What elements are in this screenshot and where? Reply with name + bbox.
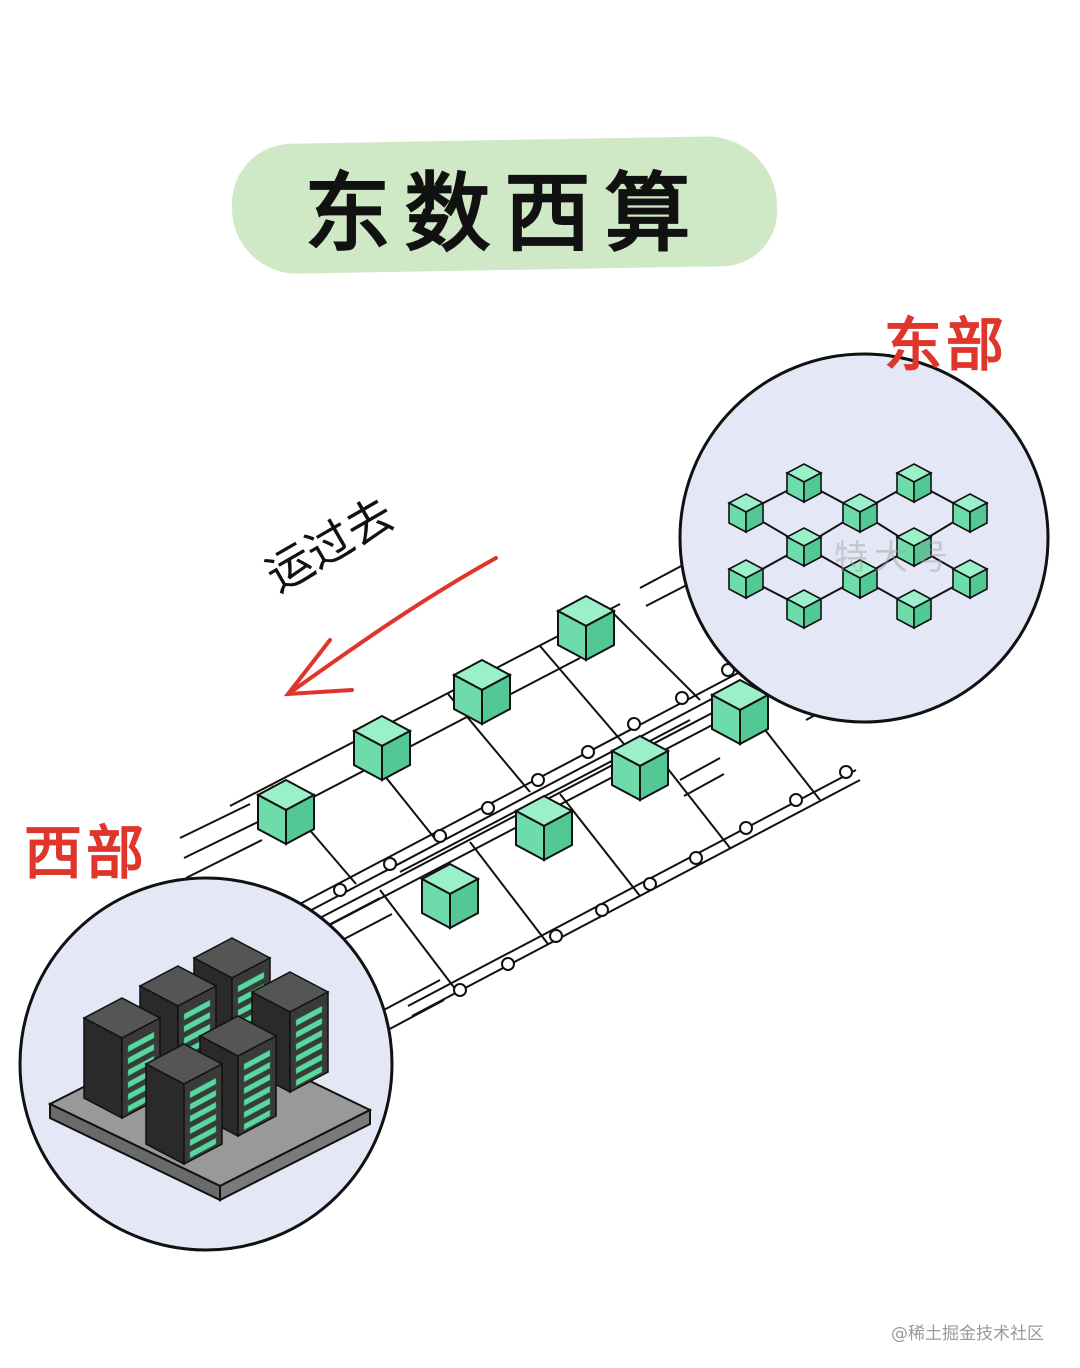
data-cube <box>611 735 669 801</box>
east-circle <box>678 352 1050 724</box>
direction-arrow <box>283 556 498 697</box>
conveyor-cubes <box>257 595 769 929</box>
west-label: 西部 <box>24 819 149 887</box>
data-cube <box>557 595 615 661</box>
page-title: 东数西算 <box>304 163 705 264</box>
east-label: 东部 <box>884 311 1009 379</box>
watermark-text: @稀土掘金技术社区 <box>891 1324 1044 1344</box>
data-cube <box>453 659 511 725</box>
faint-watermark: 特大号 <box>834 538 954 578</box>
data-cube <box>421 863 479 929</box>
data-cube <box>257 779 315 845</box>
west-circle <box>18 876 394 1252</box>
conveyor-rollers <box>333 663 853 997</box>
data-cube <box>353 715 411 781</box>
data-cube <box>515 795 573 861</box>
